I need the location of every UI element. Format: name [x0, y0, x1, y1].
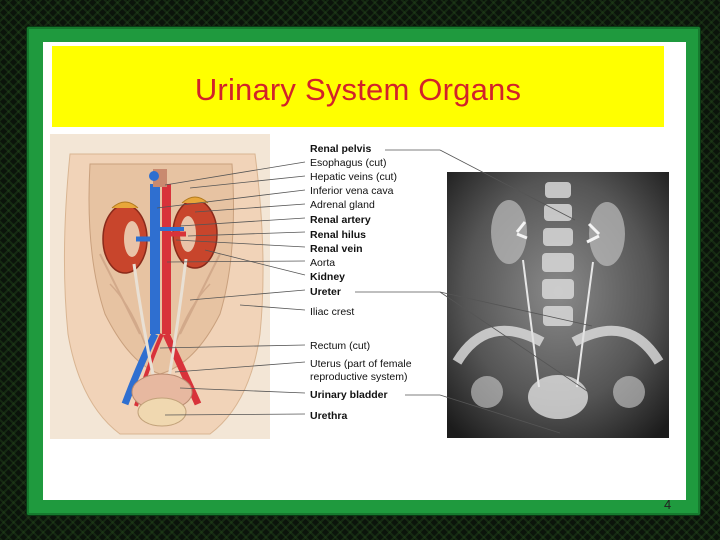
anatomy-illustration — [50, 134, 270, 439]
label-renal-vein: Renal vein — [310, 243, 363, 255]
label-iliac-crest: Iliac crest — [310, 306, 355, 318]
label-adrenal-gland: Adrenal gland — [310, 199, 375, 211]
label-rectum: Rectum (cut) — [310, 340, 371, 352]
label-urethra: Urethra — [310, 410, 348, 422]
label-renal-artery: Renal artery — [310, 214, 371, 226]
title-bar: Urinary System Organs — [52, 46, 664, 127]
label-uterus-line1: Uterus (part of female — [310, 358, 412, 370]
label-ureter: Ureter — [310, 286, 341, 298]
xray-image — [447, 172, 669, 438]
label-renal-hilus: Renal hilus — [310, 229, 367, 241]
label-aorta: Aorta — [310, 257, 336, 269]
label-uterus-line2: reproductive system) — [310, 371, 408, 383]
slide-title: Urinary System Organs — [194, 72, 522, 107]
label-renal-pelvis: Renal pelvis — [310, 143, 372, 155]
label-inferior-vena-cava: Inferior vena cava — [310, 185, 394, 197]
label-hepatic-veins: Hepatic veins (cut) — [310, 171, 397, 183]
label-urinary-bladder: Urinary bladder — [310, 389, 388, 401]
label-kidney: Kidney — [310, 271, 346, 283]
page-number: 4 — [664, 497, 672, 512]
label-esophagus: Esophagus (cut) — [310, 157, 387, 169]
